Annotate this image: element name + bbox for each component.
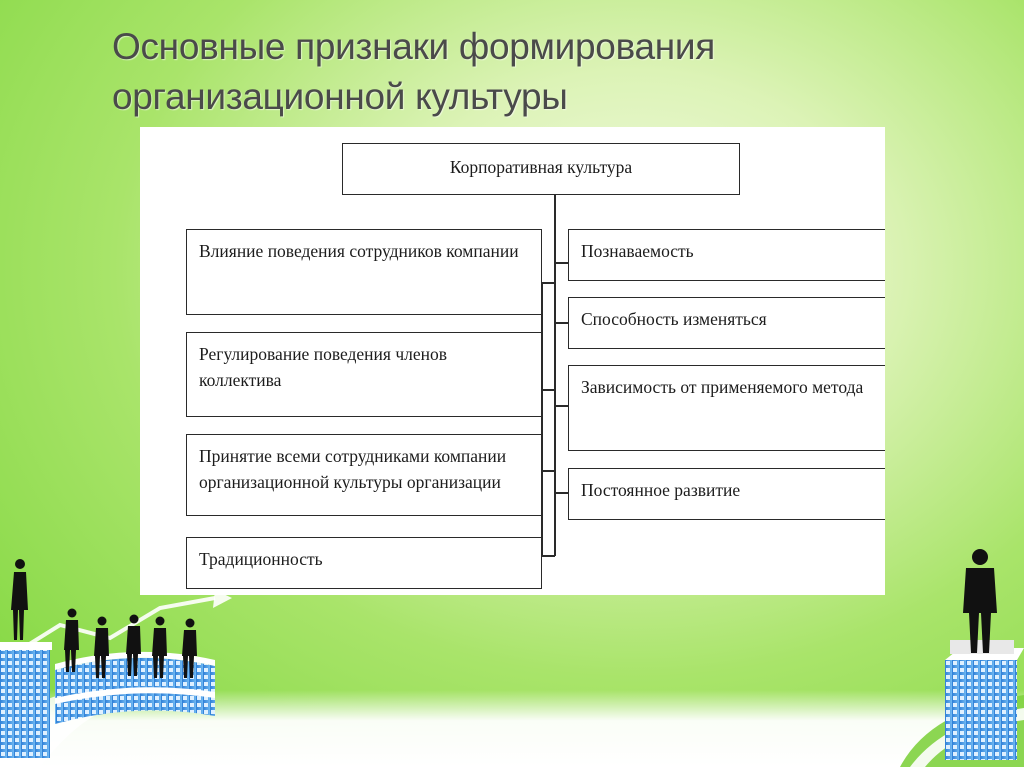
connector-left-4 [541,555,555,557]
right-building [945,660,1017,760]
connector-left-vertical [541,282,543,556]
right-box-1-label: Познаваемость [581,241,694,261]
left-box-2: Регулирование поведения членов коллектив… [186,332,542,417]
connector-right-2 [554,322,568,324]
right-box-1: Познаваемость [568,229,885,281]
standing-man-silhouette [963,549,997,653]
root-box-label: Корпоративная культура [449,157,633,177]
left-box-1-label: Влияние поведения сотрудников компании [199,241,519,261]
left-box-3: Принятие всеми сотрудниками компании орг… [186,434,542,516]
right-box-2-label: Способность изменяться [581,309,767,329]
connector-left-3 [541,470,555,472]
business-people-silhouettes [11,559,197,678]
connector-right-4 [554,492,568,494]
left-box-1: Влияние поведения сотрудников компании [186,229,542,315]
right-box-4-label: Постоянное развитие [581,480,741,500]
left-box-4-label: Традиционность [199,549,323,569]
connector-left-1 [541,282,555,284]
connector-right-3 [554,405,568,407]
connector-right-1 [554,262,568,264]
left-box-3-label: Принятие всеми сотрудниками компании орг… [199,446,507,492]
right-box-4: Постоянное развитие [568,468,885,520]
connector-trunk [554,194,556,556]
root-box: Корпоративная культура [342,143,740,195]
arrow-head-icon [213,590,232,608]
right-box-2: Способность изменяться [568,297,885,349]
left-box-2-label: Регулирование поведения членов коллектив… [199,344,448,390]
diagram-panel: Корпоративная культура Влияние поведения… [140,127,885,595]
title-line-2: организационной культуры [112,76,568,117]
slide-title: Основные признаки формирования организац… [112,22,932,122]
right-box-3-label: Зависимость от применяемого метода [581,377,864,397]
rising-arrow [18,596,216,652]
right-box-3: Зависимость от применяемого метода [568,365,885,451]
connector-left-2 [541,389,555,391]
business-scene-illustration [0,549,1024,767]
title-line-1: Основные признаки формирования [112,26,716,67]
left-building [0,648,50,758]
left-box-4: Традиционность [186,537,542,589]
